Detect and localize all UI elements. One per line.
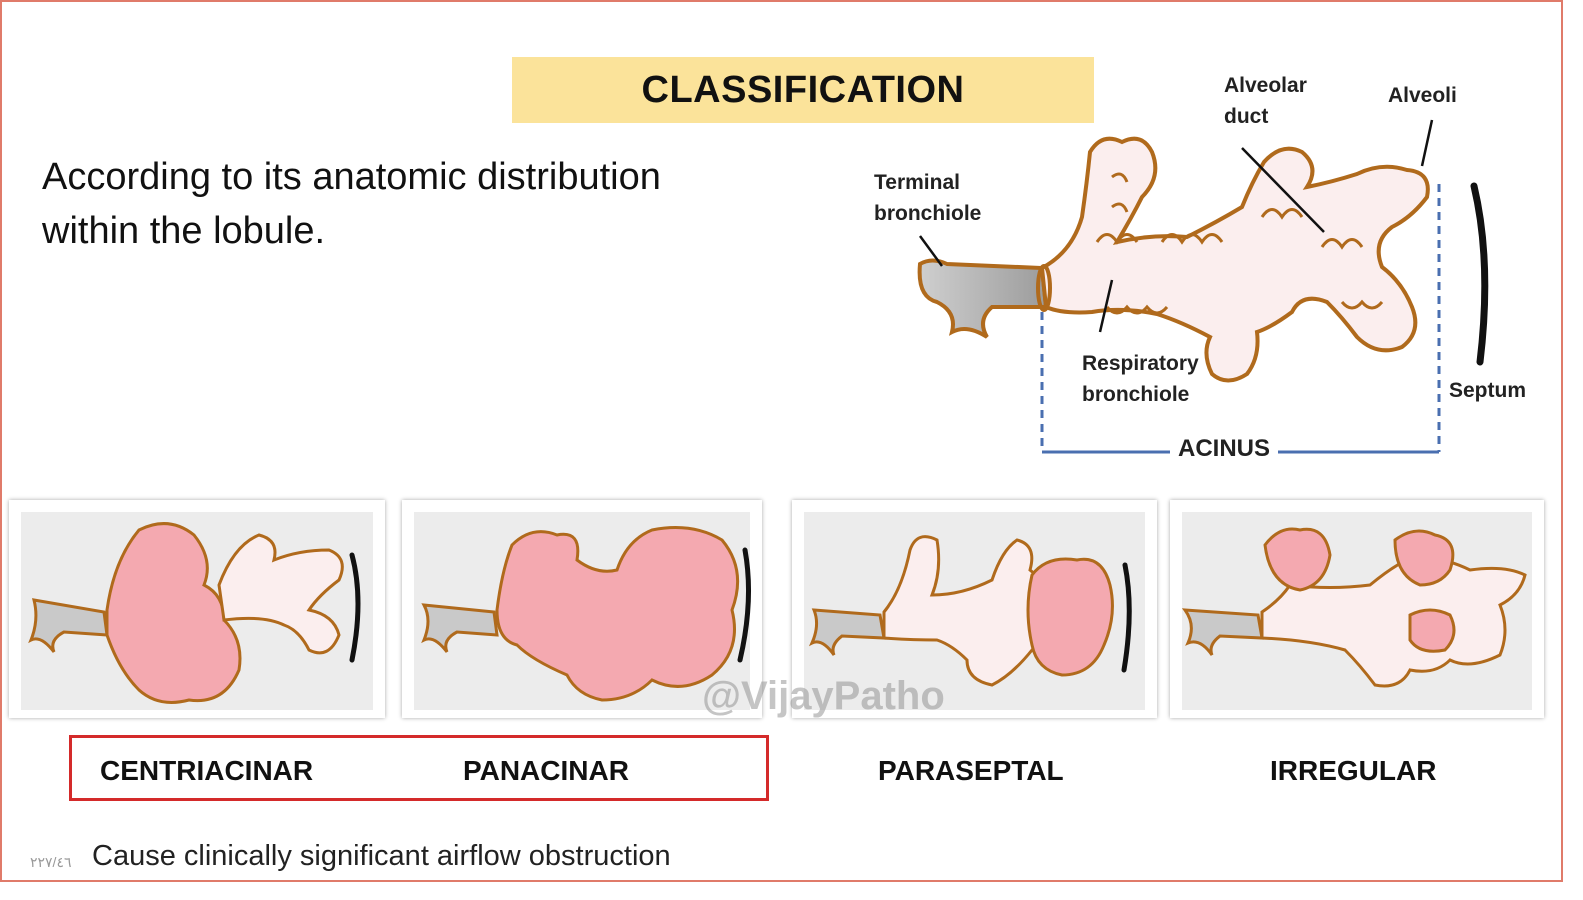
alveolar-duct-label-line-2: duct [1224, 105, 1269, 128]
centriacinar-illustration [28, 522, 361, 704]
panacinar-panel [402, 500, 762, 718]
centriacinar-panel [9, 500, 385, 718]
obstruction-highlight-box [69, 735, 769, 801]
respiratory-bronchiole-arrow [1098, 279, 1114, 333]
page-number: ٢٢٧/٤٦ [30, 854, 72, 870]
subtitle-line-1: According to its anatomic distribution [42, 156, 661, 198]
irregular-label: IRREGULAR [1270, 755, 1437, 786]
alveolar-duct-label: Alveolar duct [1224, 70, 1307, 132]
terminal-bronchiole-label-line-2: bronchiole [874, 202, 982, 225]
watermark: @VijayPatho [702, 674, 945, 718]
paraseptal-label: PARASEPTAL [878, 755, 1064, 786]
panacinar-label: PANACINAR [463, 755, 629, 786]
alveolar-duct-arrow [1241, 147, 1325, 233]
slide-title: CLASSIFICATION [641, 68, 965, 111]
respiratory-bronchiole-label-line-1: Respiratory [1082, 352, 1199, 375]
respiratory-bronchiole-label-line-2: bronchiole [1082, 383, 1190, 406]
subtitle-line-2: within the lobule. [42, 210, 326, 252]
airway-body-shape [1039, 136, 1430, 383]
centriacinar-label: CENTRIACINAR [100, 755, 314, 786]
acinus-diagram [917, 119, 1489, 454]
footer-note: Cause clinically significant airflow obs… [92, 840, 671, 872]
title-banner: CLASSIFICATION [512, 57, 1094, 123]
bronchiole-ring [1036, 264, 1052, 312]
irregular-illustration [1181, 527, 1527, 688]
terminal-bronchiole-shape [917, 258, 1049, 339]
alveoli-arrow [1420, 119, 1434, 167]
alveoli-label: Alveoli [1388, 84, 1457, 107]
terminal-bronchiole-arrow [918, 235, 944, 267]
respiratory-bronchiole-label: Respiratory bronchiole [1082, 348, 1199, 410]
subtitle: According to its anatomic distribution w… [42, 150, 802, 258]
septum-shape [1470, 182, 1489, 366]
paraseptal-illustration [808, 535, 1132, 687]
irregular-panel [1170, 500, 1544, 718]
alveolar-duct-label-line-1: Alveolar [1224, 74, 1307, 97]
terminal-bronchiole-label: Terminal bronchiole [874, 167, 981, 229]
paraseptal-panel [792, 500, 1157, 718]
acinus-label: ACINUS [1170, 435, 1279, 463]
terminal-bronchiole-label-line-1: Terminal [874, 171, 960, 194]
septum-label: Septum [1449, 379, 1527, 402]
panacinar-illustration [421, 526, 752, 702]
slide: CLASSIFICATION According to its anatomic… [0, 0, 1563, 882]
